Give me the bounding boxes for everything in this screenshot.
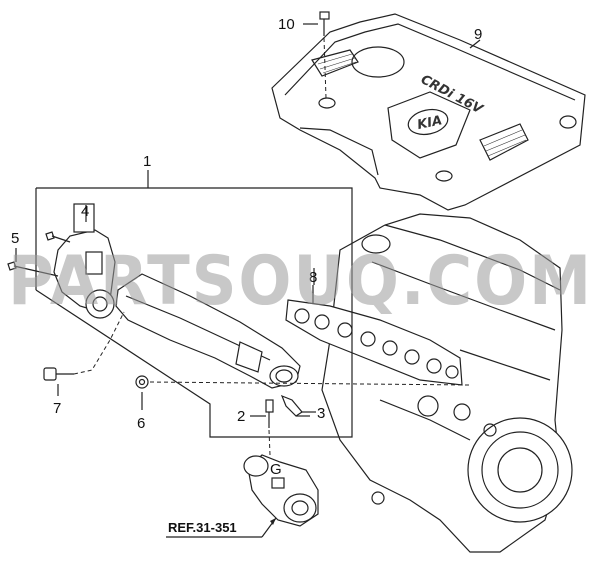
engine-cover: KIA CRDi 16V xyxy=(271,13,586,211)
callout-5: 5 xyxy=(11,230,19,247)
reference-label: REF.31-351 xyxy=(166,517,277,538)
nut-part-6 xyxy=(135,375,471,410)
watermark: PARTSOUQ.COM xyxy=(8,242,593,321)
callout-7: 7 xyxy=(53,400,61,417)
sensor-part-3 xyxy=(280,394,316,417)
bolt-near-throttle xyxy=(45,231,71,243)
throttle-body-part-4 xyxy=(53,203,116,319)
bolt-part-7 xyxy=(43,311,125,396)
callout-3: 3 xyxy=(317,405,325,422)
callout-8: 8 xyxy=(309,269,317,286)
lower-throttle-body: G xyxy=(243,454,319,527)
callout-6: 6 xyxy=(137,415,145,432)
intake-manifold xyxy=(115,273,301,389)
sensor-part-2 xyxy=(250,399,274,456)
cover-vent-left xyxy=(311,49,359,77)
bolt-part-10 xyxy=(303,11,330,99)
cover-vent-right xyxy=(479,123,529,161)
callout-1: 1 xyxy=(143,153,151,170)
intake-gasket-part-8 xyxy=(285,285,463,386)
bolt-part-5 xyxy=(7,248,59,277)
callout-10: 10 xyxy=(278,16,295,33)
callout-4: 4 xyxy=(81,203,89,220)
callout-9: 9 xyxy=(474,26,482,43)
callout-2: 2 xyxy=(237,408,245,425)
assembly-frame xyxy=(35,170,353,438)
brand-badge: KIA xyxy=(416,113,444,133)
svg-text:G: G xyxy=(270,461,282,478)
reference-label-text: REF.31-351 xyxy=(168,520,237,535)
